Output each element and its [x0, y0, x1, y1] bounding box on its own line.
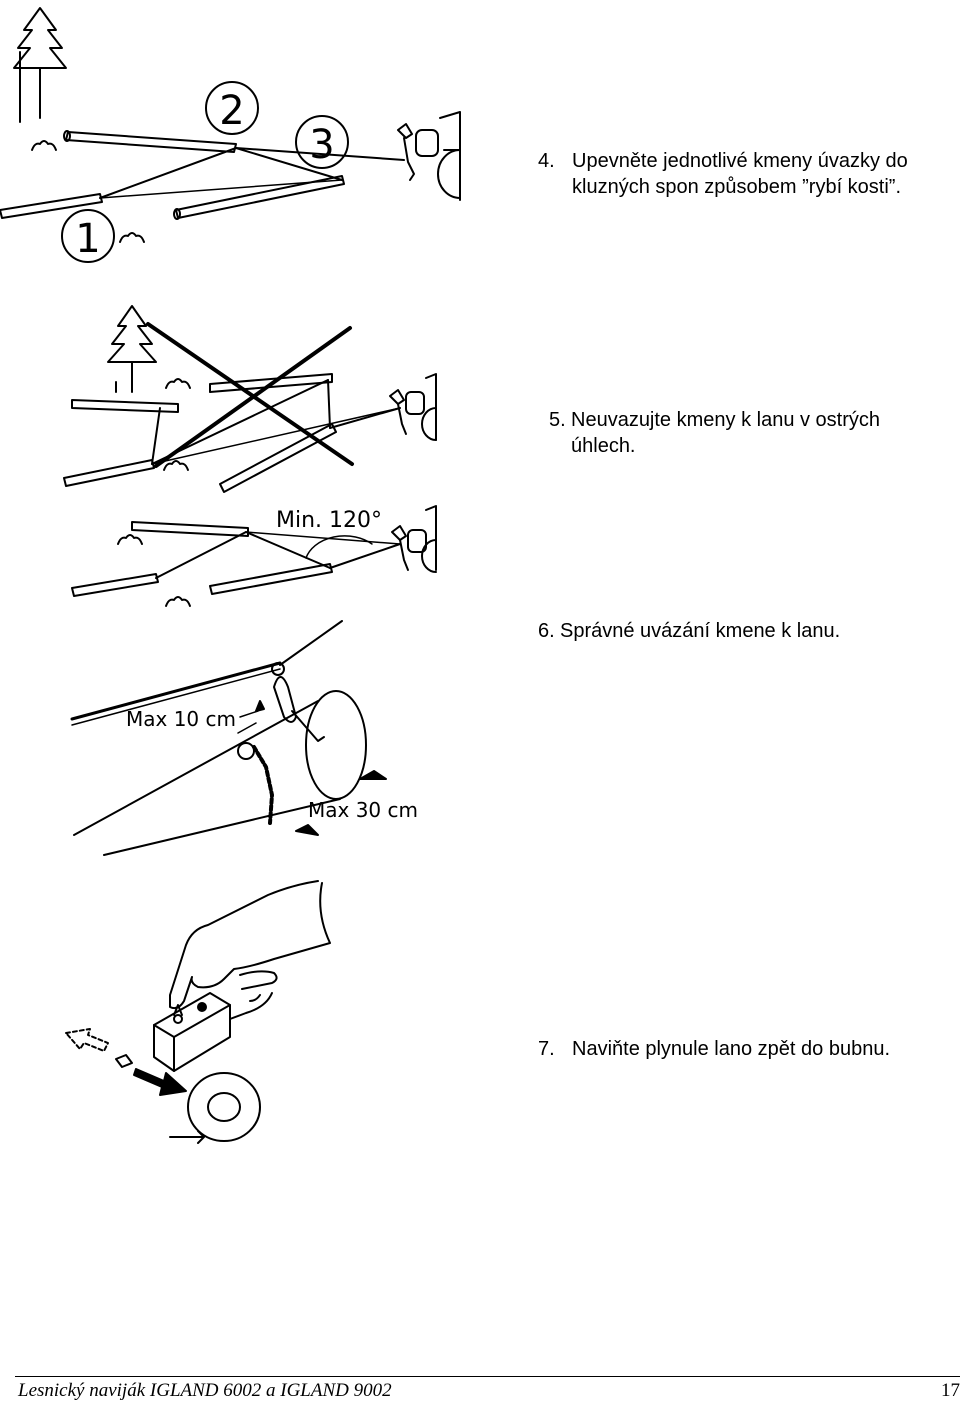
tree-icon — [107, 305, 157, 393]
step-7: 7. Naviňte plynule lano zpět do bubnu. — [538, 1036, 958, 1062]
winch-tractor-icon — [397, 111, 461, 201]
winch-tractor-icon — [391, 505, 437, 573]
log-icon — [71, 399, 179, 413]
log-icon — [73, 690, 367, 856]
marker-1 — [61, 209, 115, 263]
step-number: 5. — [549, 409, 566, 431]
step-line: Neuvazujte kmeny k lanu v ostrých — [571, 409, 881, 431]
marker-3-label: 3 — [309, 122, 334, 168]
log-icon — [71, 573, 159, 597]
stump-icon — [163, 460, 189, 471]
hand-icon — [169, 880, 331, 1010]
step-number: 7. — [538, 1038, 555, 1060]
stump-icon — [31, 140, 57, 151]
stump-icon — [117, 534, 143, 545]
step-line: Upevněte jednotlivé kmeny úvazky do — [572, 150, 908, 172]
cross-out-icon — [146, 322, 354, 468]
figure-acute-angle-wrong — [63, 305, 437, 493]
step-5: 5. Neuvazujte kmeny k lanu v ostrých úhl… — [549, 407, 949, 459]
marker-3 — [295, 115, 349, 169]
stump-icon — [165, 378, 191, 389]
log-icon — [131, 521, 249, 537]
step-line: kluzných spon způsobem ”rybí kosti”. — [572, 176, 902, 198]
step-line: úhlech. — [571, 435, 636, 457]
figure-min-angle-correct: Min. 120° — [71, 505, 437, 607]
step-line: Naviňte plynule lano zpět do bubnu. — [572, 1038, 891, 1060]
direction-arrow-icon — [65, 1028, 187, 1096]
step-6: 6. Správné uvázání kmene k lanu. — [538, 618, 938, 644]
stump-icon — [165, 596, 191, 607]
figure-rewind-rope — [65, 880, 331, 1144]
tree-icon — [13, 7, 67, 119]
min-angle-label: Min. 120° — [276, 508, 382, 533]
log-icon — [219, 423, 337, 493]
log-icon — [209, 563, 333, 595]
footer-rule — [15, 1376, 960, 1377]
figure-log-attachment: Max 10 cm Max 30 cm — [70, 620, 418, 856]
step-number: 6. — [538, 620, 555, 642]
page-number: 17 — [941, 1380, 960, 1401]
step-number: 4. — [538, 150, 555, 172]
marker-1-label: 1 — [75, 216, 100, 262]
figure-fishbone-arrangement: 1 2 3 — [0, 7, 461, 263]
log-icon — [63, 459, 155, 487]
control-box-icon — [153, 992, 273, 1072]
marker-2 — [205, 81, 259, 135]
max-30-cm-label: Max 30 cm — [308, 798, 418, 822]
step-line: Správné uvázání kmene k lanu. — [560, 620, 841, 642]
stump-icon — [119, 232, 145, 243]
choker-hook-icon — [237, 662, 325, 825]
drum-icon — [169, 1072, 261, 1144]
log-icon — [0, 193, 103, 219]
angle-arc — [305, 535, 373, 559]
winch-tractor-icon — [389, 373, 437, 441]
log-icon — [173, 175, 345, 220]
footer-title: Lesnický naviják IGLAND 6002 a IGLAND 90… — [18, 1380, 392, 1401]
log-icon — [63, 130, 237, 153]
step-4: 4. Upevněte jednotlivé kmeny úvazky do k… — [538, 148, 960, 200]
max-10-cm-label: Max 10 cm — [126, 707, 236, 731]
marker-2-label: 2 — [219, 88, 244, 134]
log-icon — [209, 373, 333, 393]
